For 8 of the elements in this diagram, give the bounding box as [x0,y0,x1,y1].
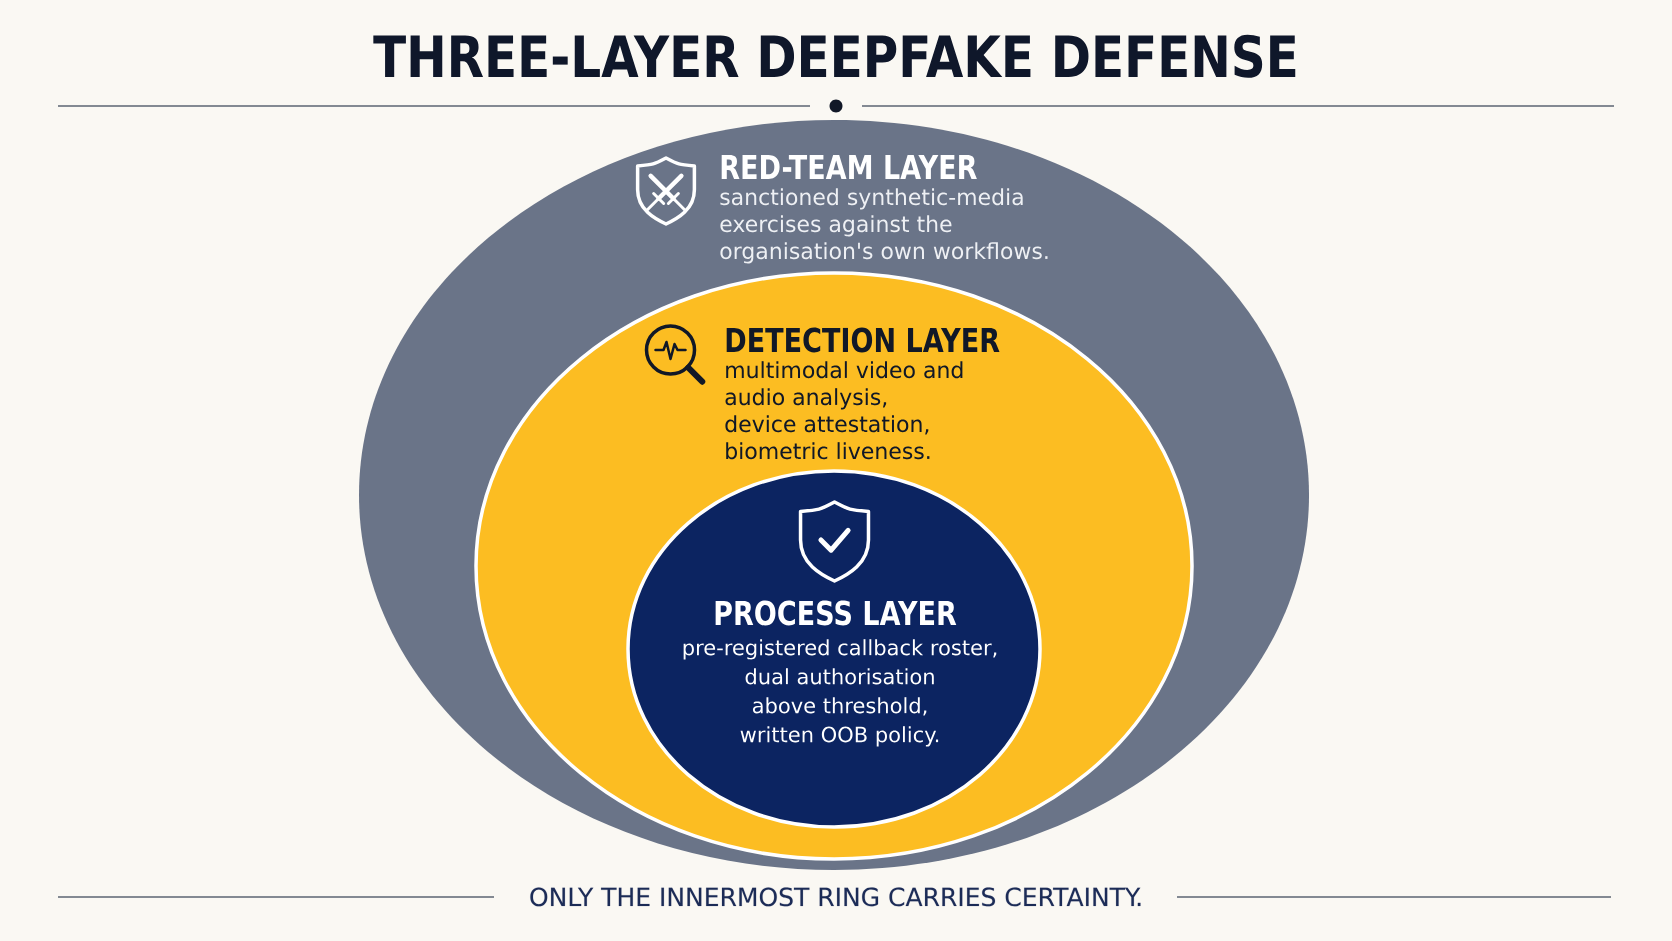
layer-heading: PROCESS LAYER [715,600,957,626]
caption: ONLY THE INNERMOST RING CARRIES CERTAINTY. [530,887,1141,907]
layer-description: sanctioned synthetic-media exercises against the organisation's own workflows. [720,188,1048,264]
layer-heading: RED-TEAM LAYER [721,154,977,179]
layer-heading: DETECTION LAYER [726,327,1000,353]
layer-description: multimodal video and audio analysis, device attestation, biometric liveness. [725,361,963,460]
layer-description: pre-registered callback roster, dual authorisation above threshold, written OOB policy. [683,639,997,747]
title: THREE-LAYER DEEPFAKE DEFENSE [373,34,1296,78]
